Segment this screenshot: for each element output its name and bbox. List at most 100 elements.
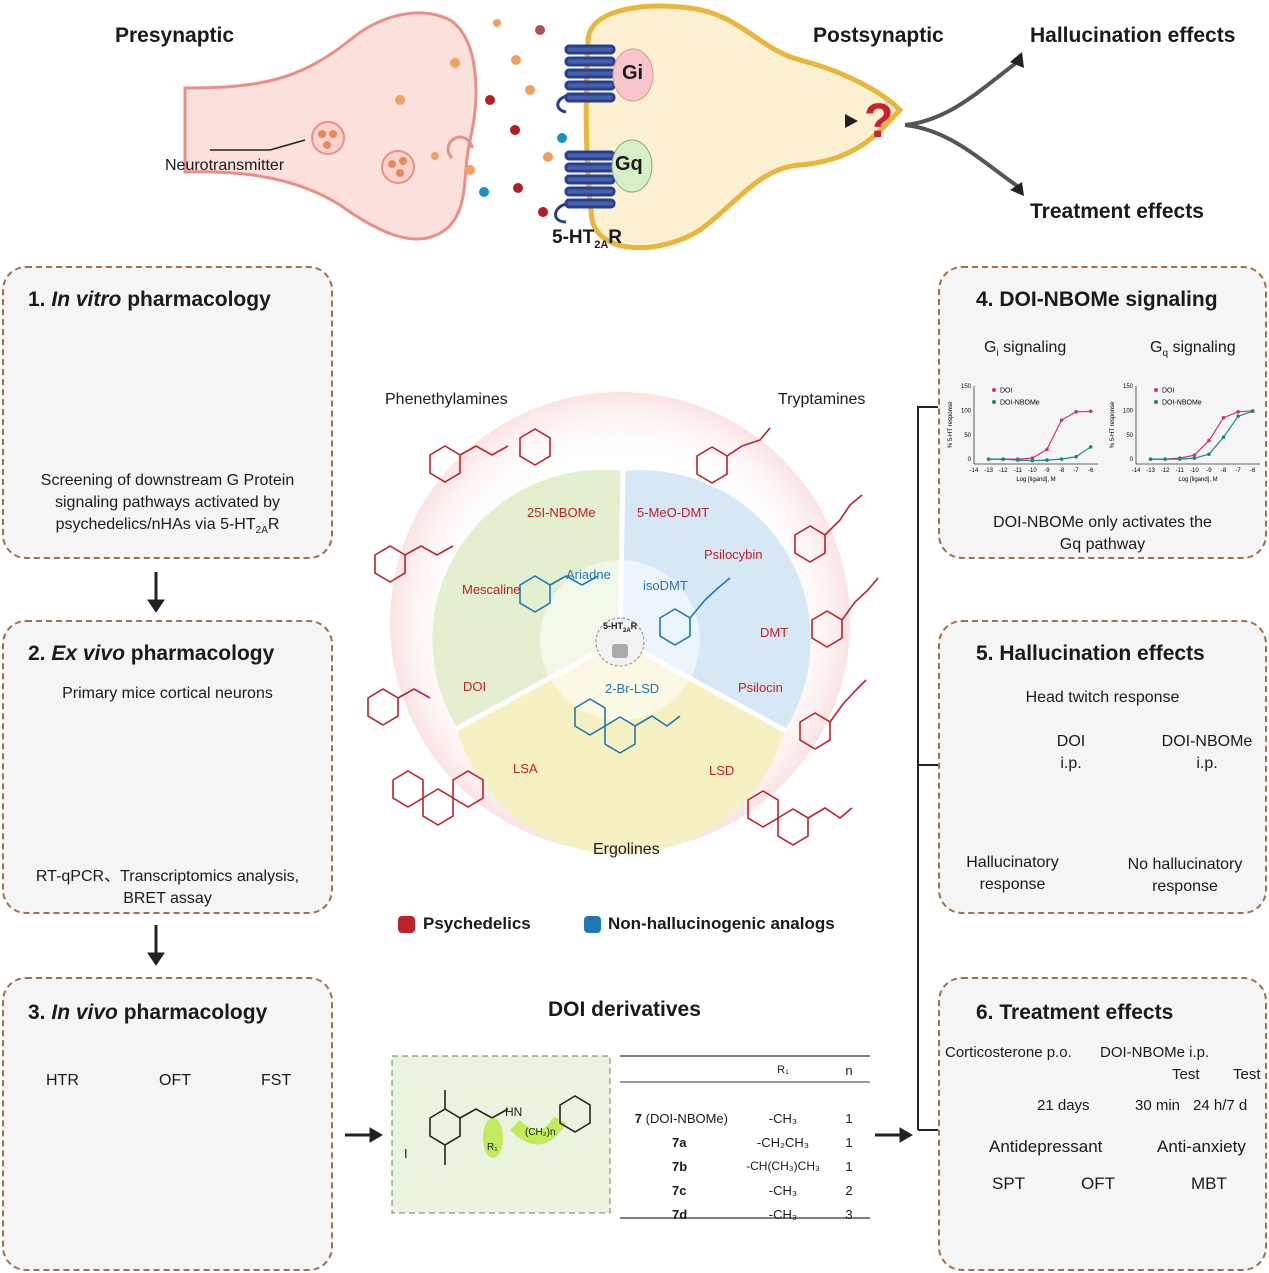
gq-chart-xtick-label: -14 [1132,468,1141,474]
table-row: 7a -CH₂CH₃ 1 [672,1134,853,1150]
gq-label: Gq [615,153,643,175]
gq-chart-data-point [1250,409,1255,414]
gq-chart-series-line [1150,410,1253,460]
doi-nbome-ip-timeline-label: DOI-NBOMe i.p. [1100,1044,1210,1061]
gq-chart-data-point [1207,438,1211,443]
compound-25i-nbome: 25I-NBOMe [527,505,596,520]
table-row: 7d -CH₃ 3 [672,1206,853,1222]
gq-chart-xtick-label: -13 [1146,468,1155,474]
flow-arrows [147,406,938,1143]
neurotransmitter-dots [395,19,567,217]
gi-chart-legend-label: DOI [1000,388,1013,395]
panel-2-description: RT-qPCR、Transcriptomics analysis, BRET a… [35,868,300,907]
panel-signaling: 4. DOI-NBOMe signaling Gi signaling Gq s… [938,266,1267,559]
panel-1-description: Screening of downstream G Protein signal… [40,472,295,537]
gi-chart-xtick-label: -12 [999,468,1008,474]
gq-protein [611,139,653,193]
min-label: 30 min [1135,1097,1181,1114]
gq-chart-legend-marker [1154,388,1158,392]
gq-chart-data-point [1163,457,1167,461]
gi-chart-data-point [1001,457,1005,461]
fst-label: FST [261,1072,292,1089]
gi-chart-xtick-label: -13 [984,468,993,474]
gi-chart-series-line [988,446,1092,462]
presynaptic-terminal [183,11,478,241]
panel-6-title: 6. Treatment effects [976,1001,1174,1024]
branch-arrow-down [904,123,1022,190]
panel-2-subtitle: Primary mice cortical neurons [62,685,273,702]
panel-2-title: 2. Ex vivo pharmacology [28,642,275,665]
gq-chart-data-point [1236,410,1240,414]
compound-5-meo-dmt: 5-MeO-DMT [637,505,710,520]
ligand-wheel [390,392,850,855]
gi-chart-ytick-label: 0 [968,457,972,463]
gi-chart-data-point [1045,458,1049,462]
gq-chart-xtick-label: -12 [1161,468,1170,474]
gi-chart-data-point [1059,418,1064,422]
panel-in-vivo: 3. In vivo pharmacology HTR OFT FST [2,977,333,1271]
days-label: 21 days [1037,1097,1090,1114]
compound-mescaline: Mescaline [462,582,521,597]
gq-chart-data-point [1236,414,1240,419]
legend-psychedelics: Psychedelics [423,914,531,933]
gq-chart-legend-label: DOI-NBOMe [1162,400,1202,407]
receptor-label: 5-HT2AR [552,227,623,251]
gi-chart-xtick-label: -7 [1073,468,1079,474]
gi-chart-ytick-label: 150 [961,384,972,390]
compound-dmt: DMT [760,625,789,640]
panel-ex-vivo: 2. Ex vivo pharmacology Primary mice cor… [2,620,333,914]
treatment-effects-label: Treatment effects [1030,200,1204,223]
table-header: R₁ n [777,1062,853,1078]
gq-chart-legend-marker [1154,400,1158,404]
compound-2-br-lsd: 2-Br-LSD [605,681,660,696]
gq-chart-xtick-label: -9 [1206,468,1212,474]
gq-chart-xtick-label: -7 [1235,468,1241,474]
gq-chart-data-point [1221,415,1226,420]
spt-label: SPT [992,1174,1026,1193]
gq-chart-xtick-label: -10 [1190,468,1199,474]
gq-chart-data-point [1207,452,1211,457]
legend-blue-swatch [584,916,601,933]
gi-label: Gi [622,62,644,84]
gi-chart-data-point [1088,409,1093,414]
gi-chart-xtick-label: -8 [1059,468,1065,474]
postsynaptic-terminal [583,3,904,251]
panel-3-title: 3. In vivo pharmacology [28,1001,268,1024]
gq-chart-data-point [1177,457,1182,461]
gq-chart-ylabel: % 5-HT response [1110,401,1116,448]
gi-chart-legend-label: DOI-NBOMe [1000,400,1040,407]
gi-chart-data-point [1088,445,1093,449]
derivative-structure [391,1055,611,1214]
gi-chart-xtick-label: -11 [1014,468,1023,474]
panel-5-title: 5. Hallucination effects [976,642,1205,665]
gq-signaling-label: Gq signaling [1150,339,1236,360]
gq-chart-data-point [1148,457,1153,461]
gq-chart-ytick-label: 0 [1130,457,1134,463]
gi-chart-data-point [1074,454,1078,459]
legend-non-hallucinogenic: Non-hallucinogenic analogs [608,914,835,933]
struct-ch2n: (CH₂)n [525,1127,556,1138]
gq-chart-xtick-label: -8 [1221,468,1227,474]
gi-chart-series-line [988,410,1091,460]
compound-lsd: LSD [709,763,735,778]
gq-chart-data-point [1221,435,1226,439]
hours-days-label: 24 h/7 d [1193,1097,1248,1114]
panel-treatment: 6. Treatment effects Corticosterone p.o.… [938,977,1267,1271]
compound-doi: DOI [463,679,487,694]
oft-label: OFT [159,1072,191,1089]
molecule-structures [367,427,879,846]
ergolines-label: Ergolines [593,841,660,858]
gi-chart-legend-marker [992,400,996,404]
gq-chart-data-point [1192,456,1197,460]
anti-anxiety-label: Anti-anxiety [1157,1137,1246,1156]
gq-chart-xtick-label: -6 [1250,468,1256,474]
presynaptic-label: Presynaptic [115,24,235,47]
gi-signaling-label: Gi signaling [984,339,1067,360]
test-label-2: Test [1233,1066,1261,1083]
compound-isodmt: isoDMT [643,578,688,593]
gi-chart-ylabel: % 5-HT response [948,401,954,448]
